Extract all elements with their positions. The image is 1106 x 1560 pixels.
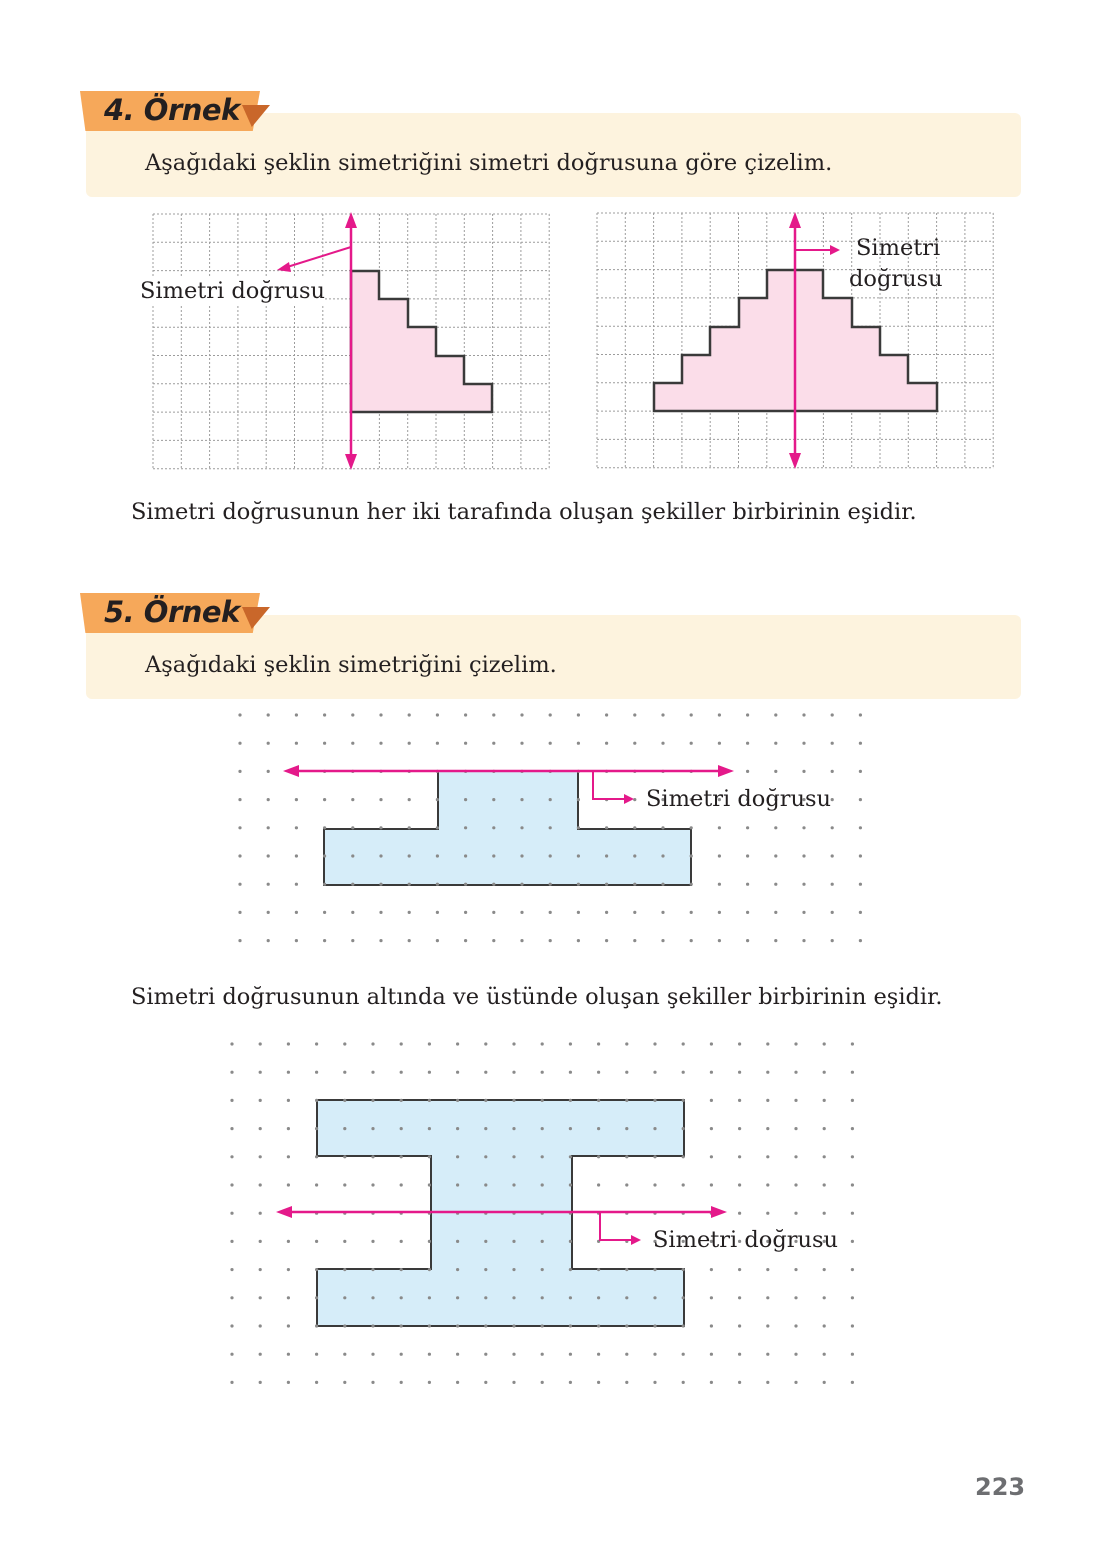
pointer-arrowhead-icon xyxy=(624,794,634,804)
top-axis-label: Simetri doğrusu xyxy=(646,786,832,812)
pointer-arrowhead-icon xyxy=(631,1235,641,1245)
arrow-left-icon xyxy=(283,765,299,777)
right-axis-label-line1: Simetri xyxy=(856,235,941,261)
example-4-title: 4. Örnek xyxy=(104,93,240,127)
tag-ribbon xyxy=(80,593,260,633)
arrow-up-icon xyxy=(789,212,801,228)
pointer-arrowhead-icon xyxy=(830,245,840,255)
pointer-arrowhead-icon xyxy=(277,262,291,272)
tag-ribbon xyxy=(80,91,260,131)
arrow-up-icon xyxy=(345,212,357,228)
example-4-tag: 4. Örnek xyxy=(80,91,270,131)
bottom-axis-label: Simetri doğrusu xyxy=(653,1227,839,1253)
right-axis-label-line2: doğrusu xyxy=(849,266,943,292)
pink-staircase-half xyxy=(349,269,494,414)
example-4-conclusion: Simetri doğrusunun her iki tarafında olu… xyxy=(131,499,917,525)
example-5-tag: 5. Örnek xyxy=(80,593,270,633)
label-pointer-line xyxy=(599,1212,633,1241)
arrow-right-icon xyxy=(711,1206,727,1218)
arrow-right-icon xyxy=(718,765,734,777)
page-number: 223 xyxy=(975,1473,1026,1501)
arrow-left-icon xyxy=(276,1206,292,1218)
arrow-down-icon xyxy=(789,453,801,469)
left-axis-label: Simetri doğrusu xyxy=(140,276,326,306)
example-5-title: 5. Örnek xyxy=(104,595,240,629)
example-5-conclusion: Simetri doğrusunun altında ve üstünde ol… xyxy=(131,984,943,1010)
arrow-down-icon xyxy=(345,454,357,470)
example-5-prompt: Aşağıdaki şeklin simetriğini çizelim. xyxy=(145,652,557,678)
label-pointer-line xyxy=(592,771,626,800)
example-4-prompt: Aşağıdaki şeklin simetriğini simetri doğ… xyxy=(145,150,833,176)
label-pointer-line xyxy=(283,246,352,269)
